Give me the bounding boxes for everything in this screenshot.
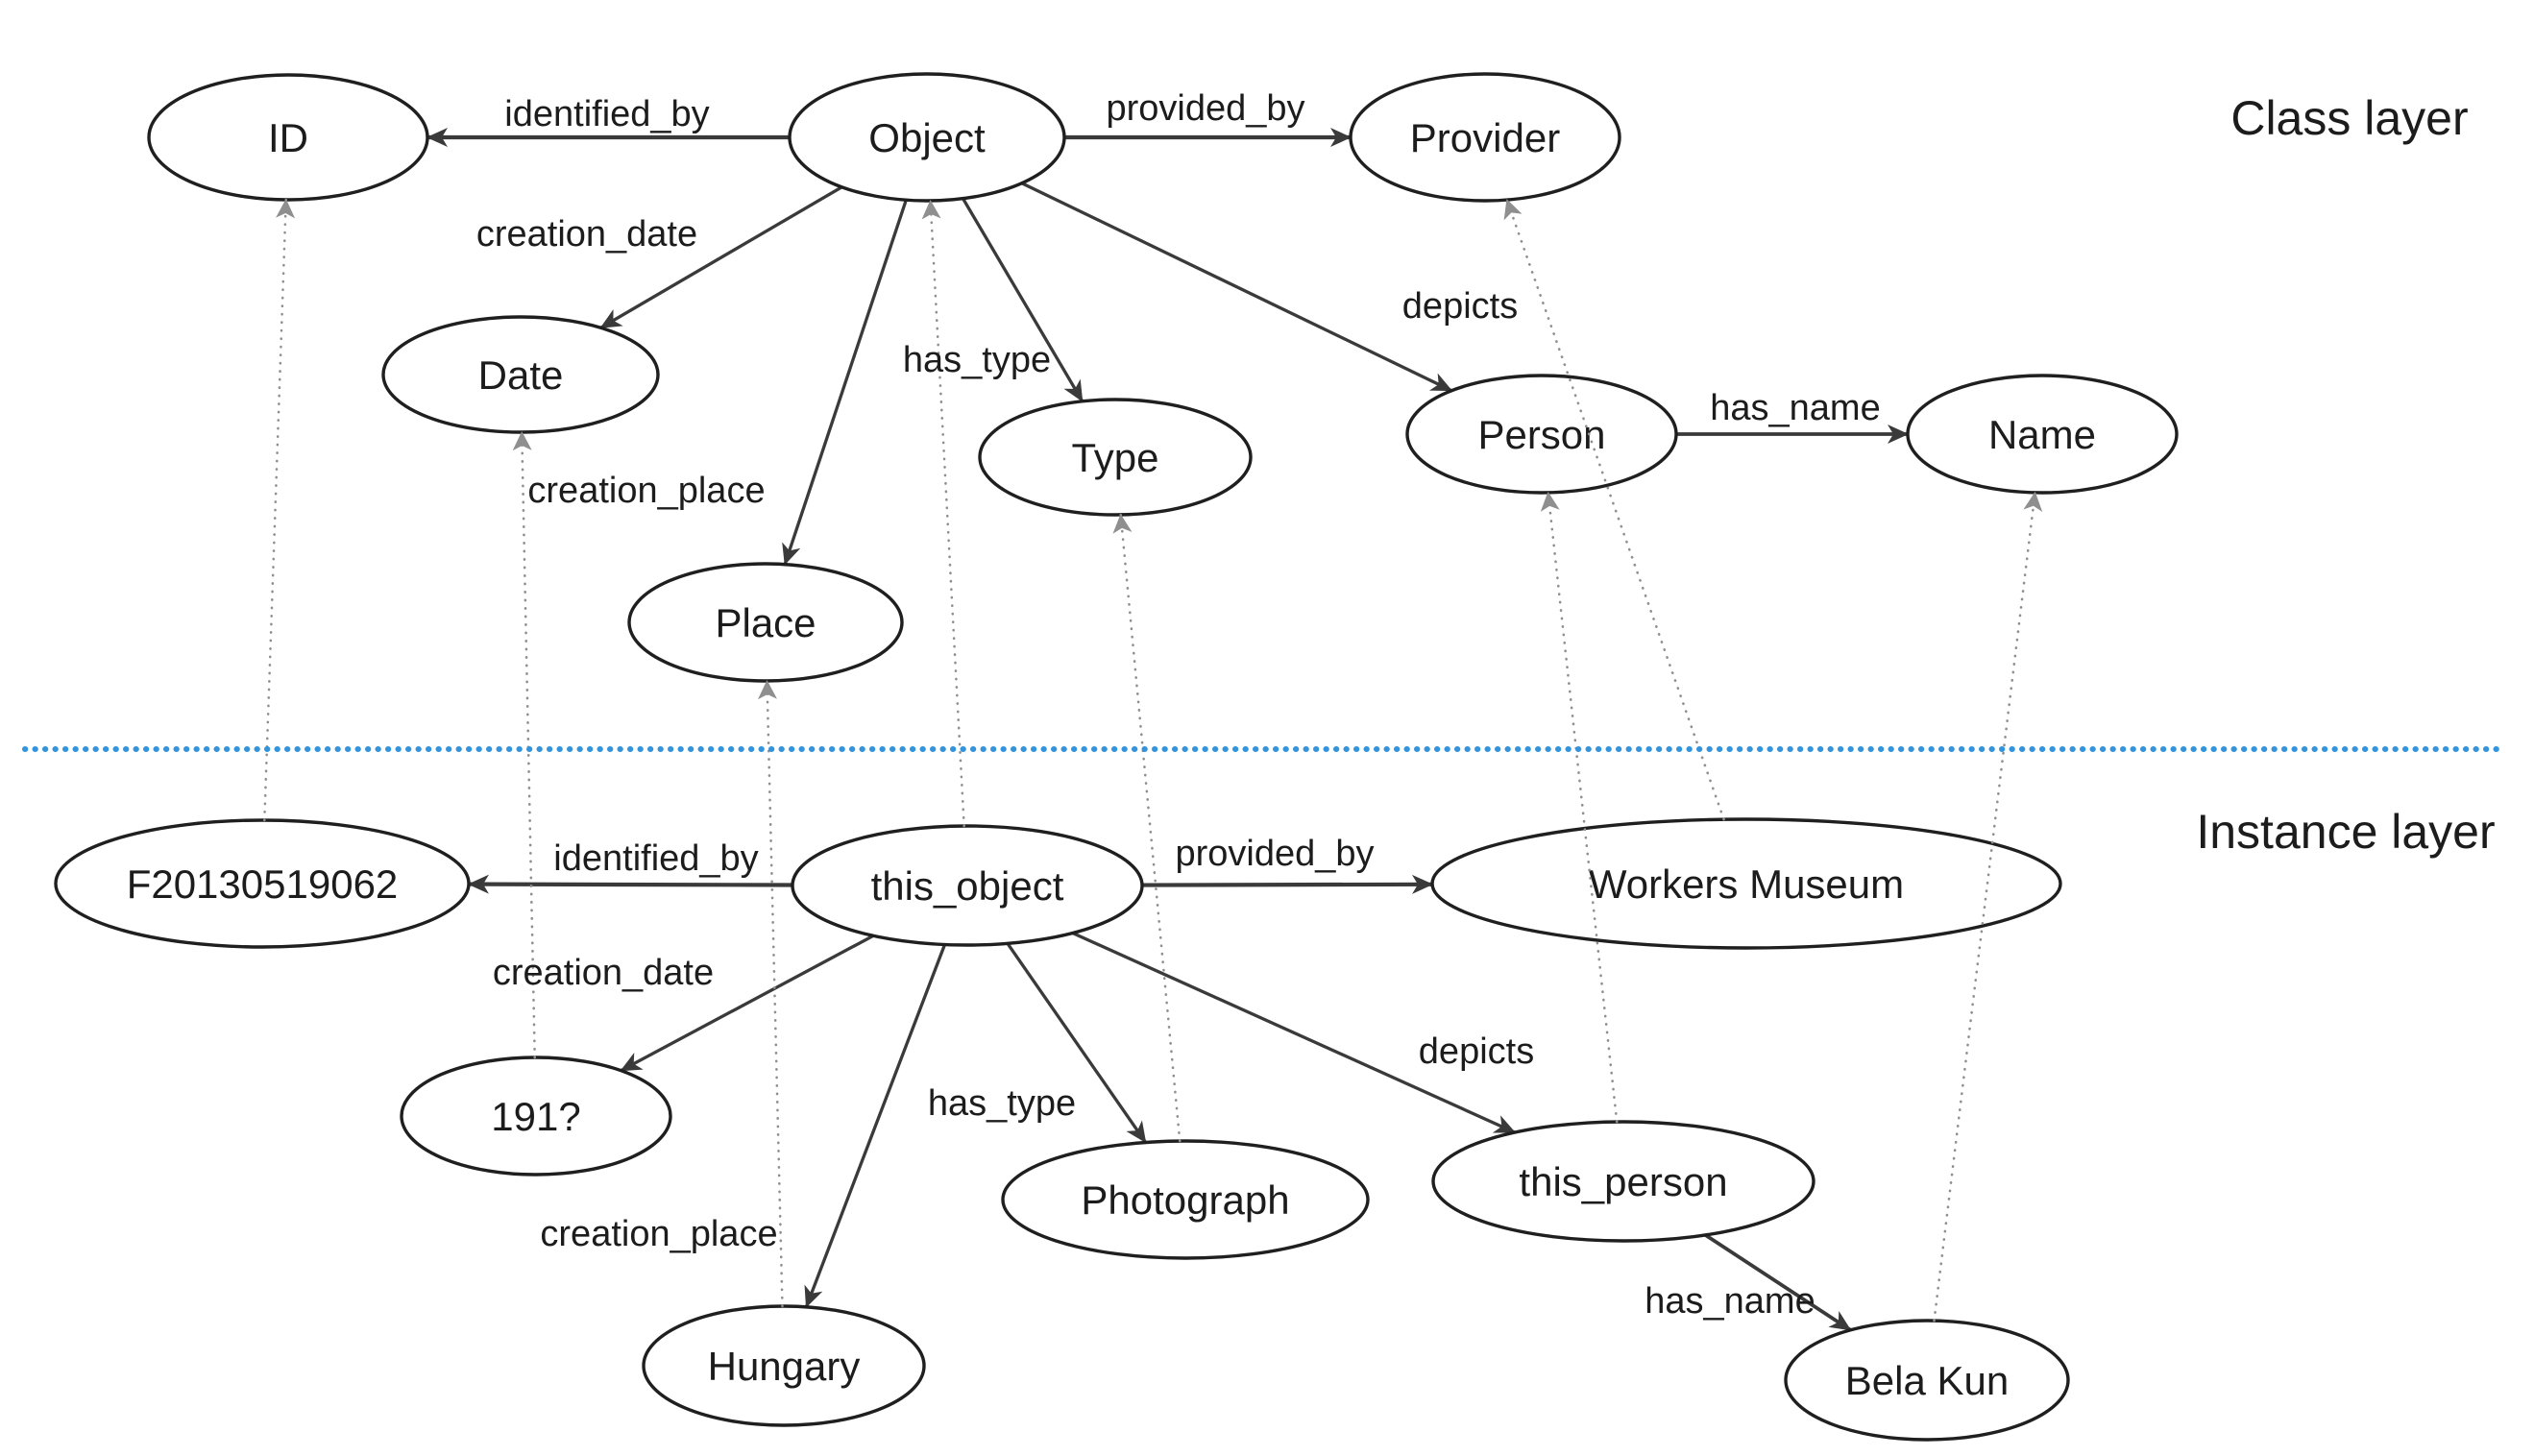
edge-bela-kun-name <box>1933 491 2043 1323</box>
edge-workers-museum-provider <box>1503 198 1725 821</box>
edge-label-object-person: depicts <box>1402 286 1518 327</box>
edge-f20130519062-id <box>262 198 296 822</box>
edge-object-place <box>782 199 908 566</box>
edge-label-object-id: identified_by <box>504 94 709 134</box>
node-this-person-label: this_person <box>1519 1159 1727 1204</box>
node-bela-kun-label: Bela Kun <box>1845 1358 2009 1403</box>
edge-this-object-workers-museum <box>1141 874 1434 894</box>
node-workers-museum-label: Workers Museum <box>1589 861 1904 907</box>
edge-label-object-place: creation_place <box>527 471 765 511</box>
node-f20130519062-label: F20130519062 <box>127 861 399 907</box>
node-id: ID <box>147 73 429 202</box>
node-191: 191? <box>400 1056 672 1177</box>
edge-this-object-photograph <box>1006 942 1148 1144</box>
edge-label-this-object-f20130519062: identified_by <box>553 838 758 879</box>
edge-this-person-bela-kun <box>1704 1233 1852 1332</box>
node-this-person-shape <box>1431 1120 1815 1243</box>
edge-this-person-person <box>1540 491 1619 1124</box>
node-person: Person <box>1405 374 1678 495</box>
node-provider-label: Provider <box>1410 115 1560 160</box>
node-hungary-label: Hungary <box>708 1344 861 1389</box>
node-provider: Provider <box>1349 72 1621 203</box>
node-name-label: Name <box>1988 412 2096 457</box>
node-object: Object <box>788 72 1066 203</box>
edge-label-object-date: creation_date <box>476 214 697 255</box>
node-date: Date <box>381 315 660 434</box>
edge-label-object-provider: provided_by <box>1106 88 1304 129</box>
node-place: Place <box>627 562 904 683</box>
node-this-object: this_object <box>791 824 1144 947</box>
edge-label-this-object-this-person: depicts <box>1419 1031 1534 1072</box>
edge-label-object-type: has_type <box>903 340 1051 380</box>
node-bela-kun-shape <box>1784 1319 2070 1442</box>
node-type: Type <box>978 398 1253 517</box>
node-type-label: Type <box>1071 435 1158 480</box>
node-hungary: Hungary <box>642 1304 926 1427</box>
edge-photograph-type <box>1112 513 1182 1143</box>
instance-layer-label: Instance layer <box>2196 805 2495 859</box>
node-person-label: Person <box>1477 412 1605 457</box>
edge-this-object-hungary <box>804 943 947 1308</box>
edge-label-this-object-workers-museum: provided_by <box>1175 834 1374 874</box>
class-layer-label: Class layer <box>2230 91 2468 145</box>
node-photograph-label: Photograph <box>1081 1177 1289 1223</box>
node-this-object-shape <box>791 824 1144 947</box>
node-object-label: Object <box>868 115 986 160</box>
edge-this-object-this-person <box>1072 931 1516 1134</box>
node-date-label: Date <box>478 352 564 398</box>
edge-object-person <box>1021 182 1453 393</box>
node-this-person: this_person <box>1431 1120 1815 1243</box>
node-place-label: Place <box>715 600 816 645</box>
node-id-label: ID <box>268 115 308 160</box>
node-f20130519062-shape <box>54 818 471 949</box>
edge-this-object-object <box>921 199 965 828</box>
node-provider-shape <box>1349 72 1621 203</box>
node-this-object-label: this_object <box>871 863 1064 909</box>
node-photograph-shape <box>1001 1139 1370 1260</box>
node-workers-museum-shape <box>1430 817 2062 950</box>
edge-object-date <box>599 185 843 329</box>
edge-label-this-person-bela-kun: has_name <box>1645 1281 1815 1322</box>
edge-label-this-object-photograph: has_type <box>928 1083 1076 1124</box>
edge-this-object-f20130519062 <box>467 874 793 894</box>
node-f20130519062: F20130519062 <box>54 818 471 949</box>
node-name: Name <box>1906 374 2179 495</box>
edge-this-object-191 <box>620 934 874 1073</box>
edge-hungary-place <box>757 679 784 1308</box>
edge-label-this-object-191: creation_date <box>493 953 714 993</box>
edge-label-person-name: has_name <box>1710 388 1880 428</box>
edge-label-this-object-hungary: creation_place <box>540 1214 777 1254</box>
node-191-label: 191? <box>491 1094 580 1139</box>
node-hungary-shape <box>642 1304 926 1427</box>
node-bela-kun: Bela Kun <box>1784 1319 2070 1442</box>
node-workers-museum: Workers Museum <box>1430 817 2062 950</box>
node-photograph: Photograph <box>1001 1139 1370 1260</box>
edge-object-type <box>962 197 1084 402</box>
